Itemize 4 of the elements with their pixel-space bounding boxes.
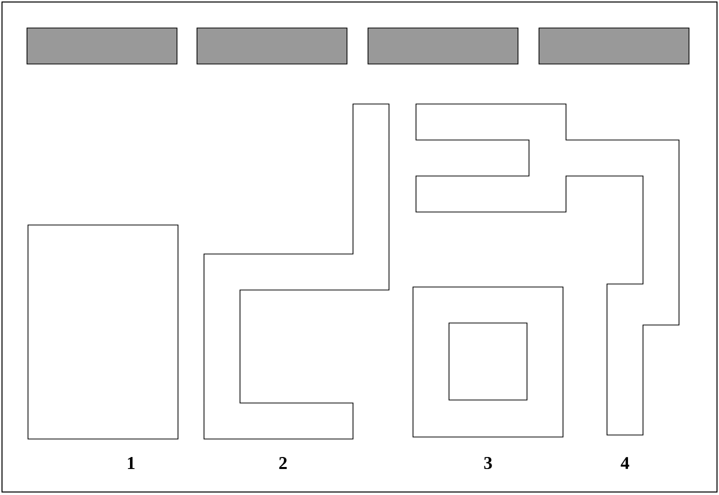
shape-number: 2 [279,457,287,469]
shape-number: 4 [620,457,630,469]
shape-number: 3 [484,456,492,470]
shape-number: 1 [128,457,135,469]
